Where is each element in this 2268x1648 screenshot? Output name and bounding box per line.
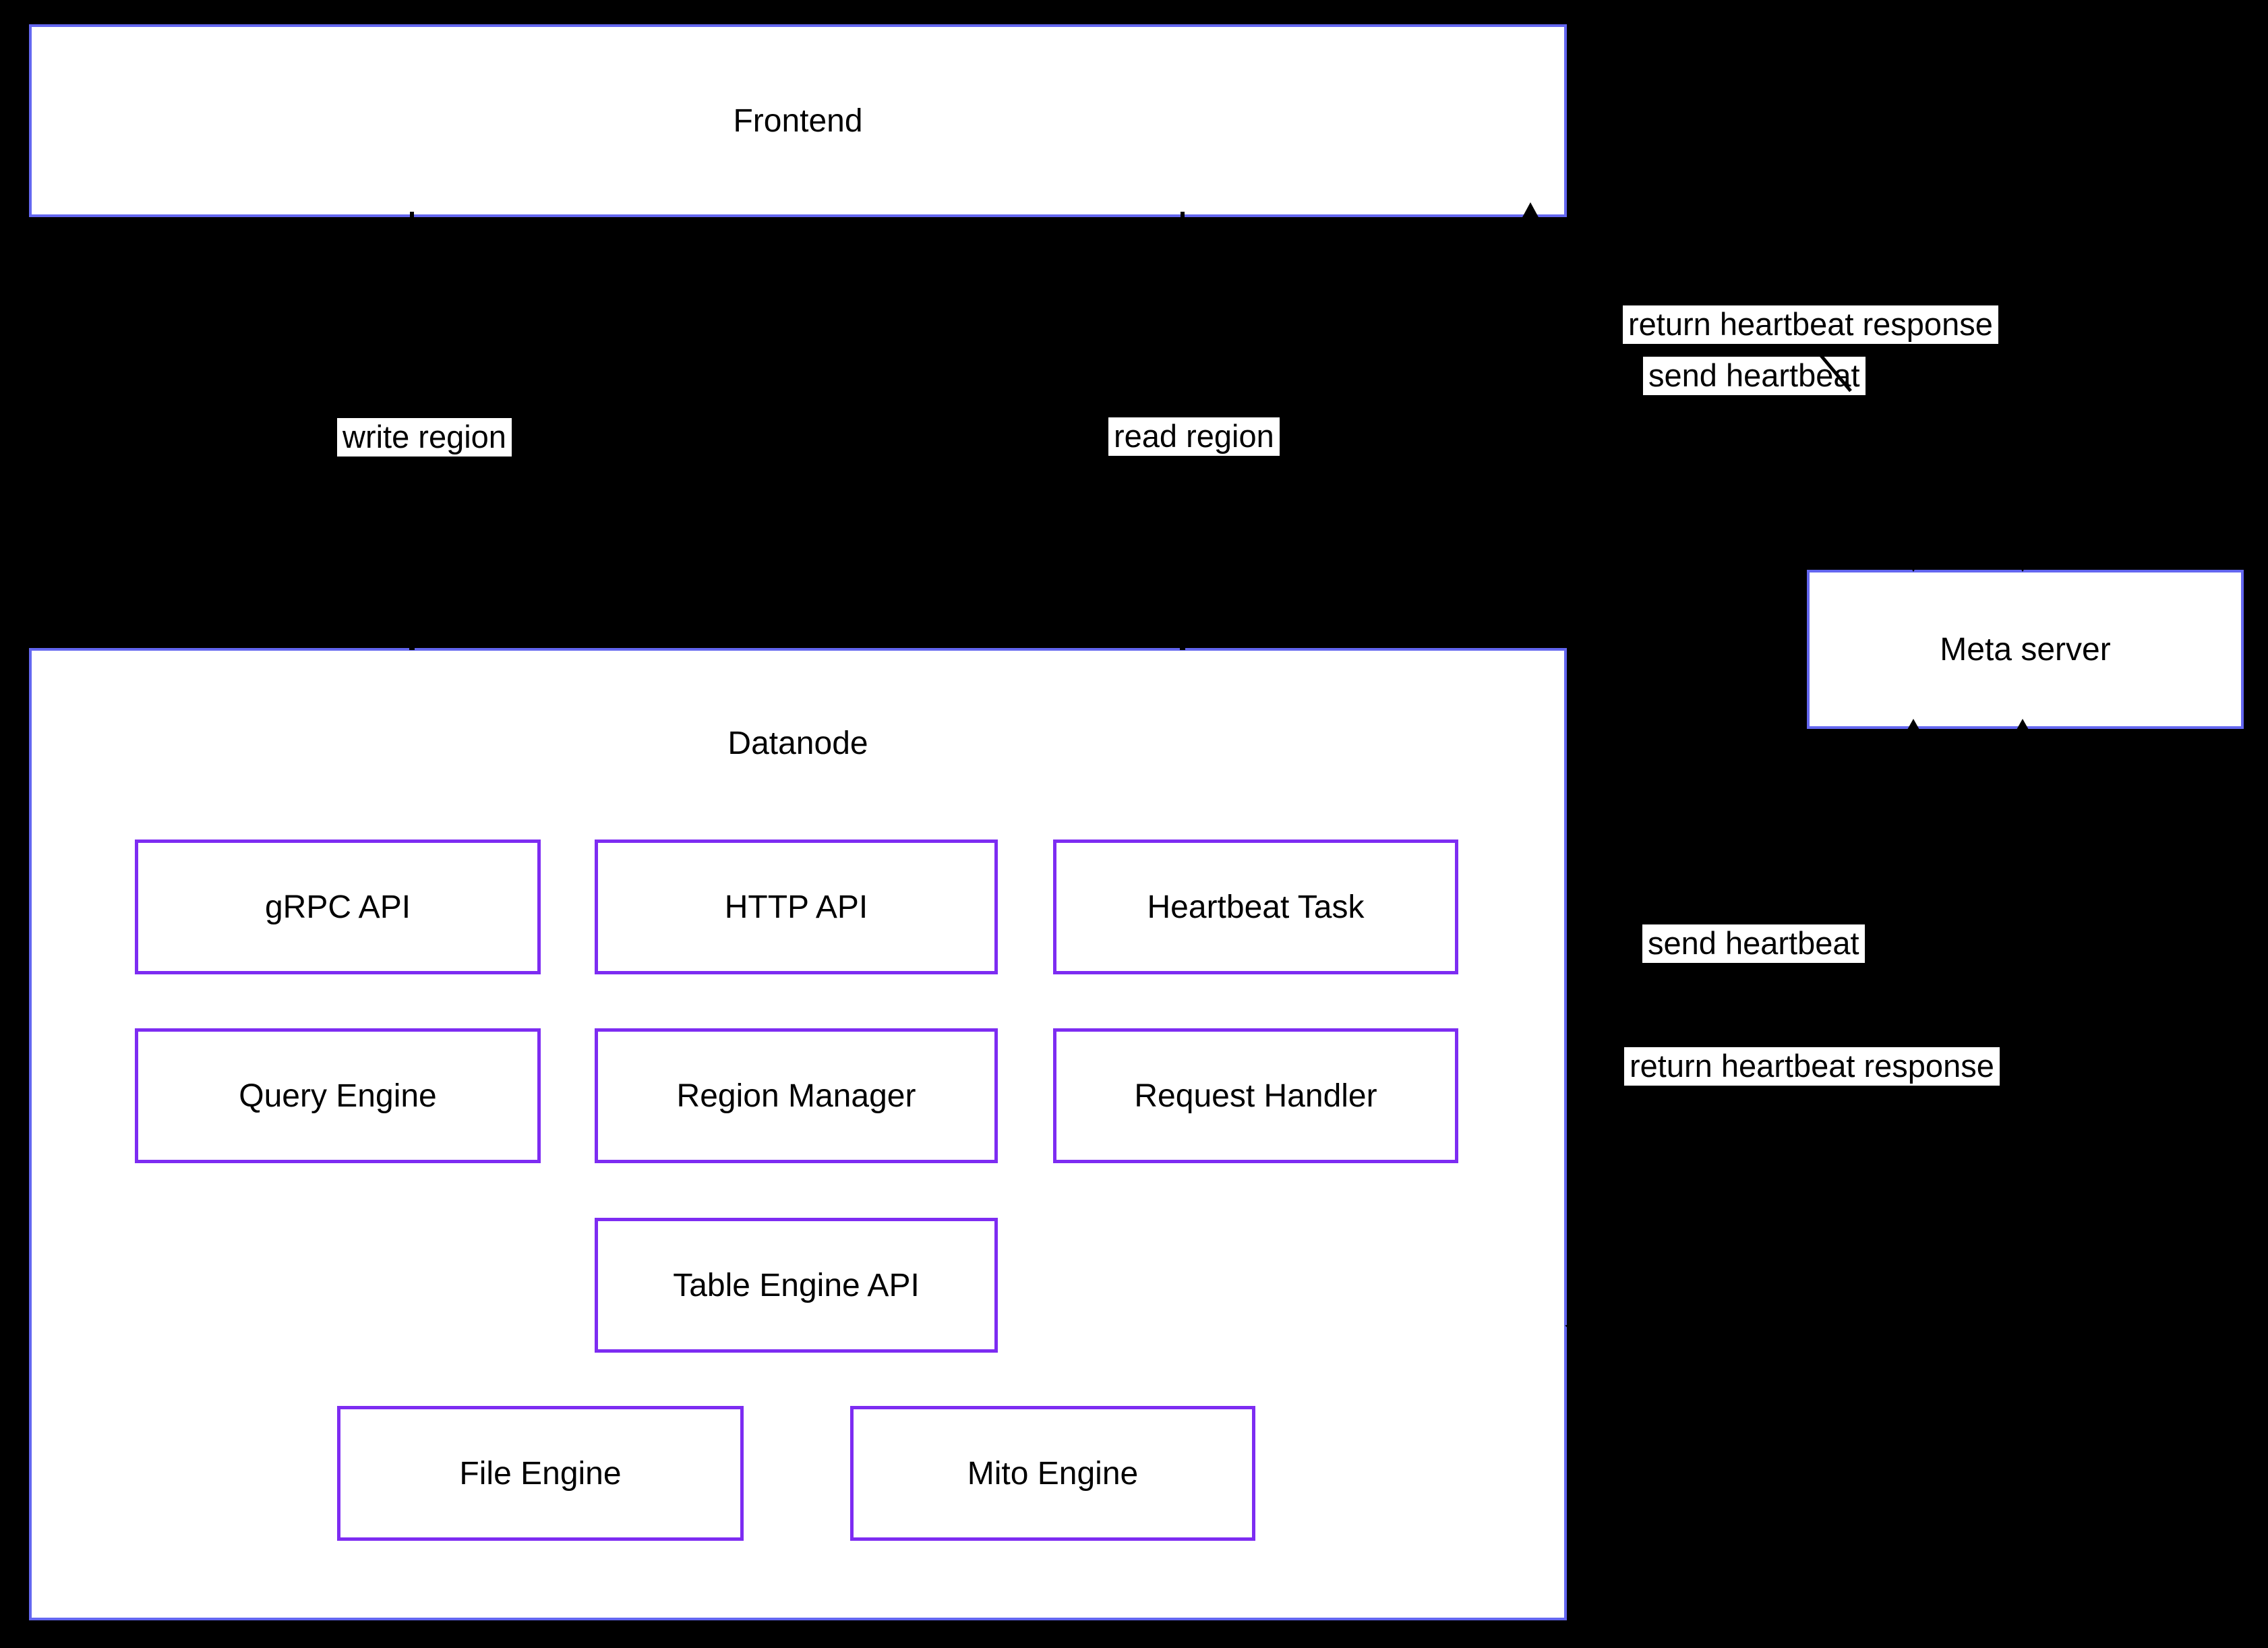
node-http-api: HTTP API <box>595 840 998 974</box>
meta-server-node: Meta server <box>1807 570 2244 729</box>
node-query-engine: Query Engine <box>135 1028 541 1163</box>
edge-label-read-region: read region <box>1108 417 1280 456</box>
edge-label-return-heartbeat-frontend: return heartbeat response <box>1623 305 1998 344</box>
node-mito-engine: Mito Engine <box>850 1406 1255 1541</box>
frontend-node: Frontend <box>29 24 1567 217</box>
request-handler-label: Request Handler <box>1134 1078 1377 1114</box>
node-table-engine-api: Table Engine API <box>595 1218 998 1353</box>
table-engine-api-label: Table Engine API <box>673 1267 920 1303</box>
edge-label-write-region: write region <box>337 418 512 457</box>
read-region-arrowhead-icon <box>1180 643 1185 650</box>
meta-server-label: Meta server <box>1940 631 2111 668</box>
edge-label-return-heartbeat-datanode: return heartbeat response <box>1624 1047 2000 1086</box>
http-api-label: HTTP API <box>724 889 868 925</box>
meta-top-notch-left-icon <box>1907 561 1919 572</box>
file-engine-label: File Engine <box>459 1455 622 1492</box>
grpc-api-label: gRPC API <box>264 889 411 925</box>
send-heartbeat-arrowhead-meta-bottom-icon <box>2017 719 2029 730</box>
datanode-label: Datanode <box>727 726 868 761</box>
mito-engine-label: Mito Engine <box>967 1455 1139 1492</box>
node-file-engine: File Engine <box>337 1406 744 1541</box>
node-grpc-api: gRPC API <box>135 840 541 974</box>
region-manager-label: Region Manager <box>676 1078 916 1114</box>
send-heartbeat-arrowhead-meta-icon <box>2017 561 2029 572</box>
edge-label-send-heartbeat-frontend: send heartbeat <box>1643 357 1866 395</box>
read-region-arrow-stub <box>1181 212 1185 220</box>
write-region-arrow-stub <box>410 212 414 220</box>
return-heartbeat-arrowhead-frontend-icon <box>1522 202 1539 218</box>
write-region-arrowhead-icon <box>409 643 415 650</box>
return-heartbeat-arrowhead-datanode-icon <box>1563 1317 1582 1337</box>
query-engine-label: Query Engine <box>239 1078 437 1114</box>
frontend-label: Frontend <box>733 102 863 139</box>
heartbeat-task-label: Heartbeat Task <box>1147 889 1365 925</box>
meta-bottom-notch-left-icon <box>1907 719 1919 730</box>
node-request-handler: Request Handler <box>1053 1028 1458 1163</box>
node-region-manager: Region Manager <box>595 1028 998 1163</box>
node-heartbeat-task: Heartbeat Task <box>1053 840 1458 974</box>
edge-label-send-heartbeat-datanode: send heartbeat <box>1642 924 1865 963</box>
